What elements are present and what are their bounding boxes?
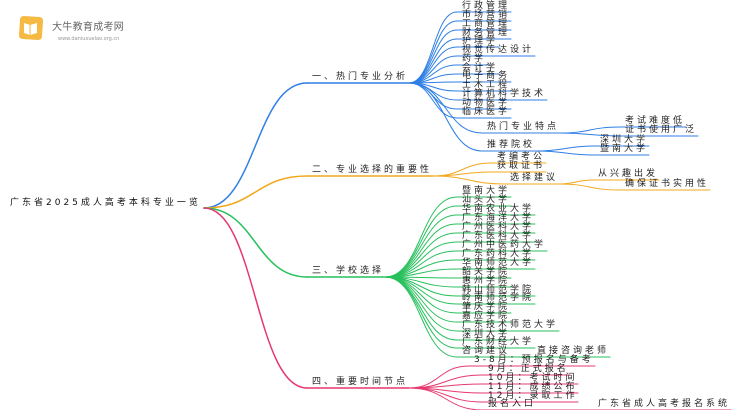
topic-node: 行政管理: [462, 0, 511, 11]
subtopic-node: 考试难度低: [625, 115, 686, 126]
connector-curve: [203, 207, 308, 278]
topic-node: 选择建议: [510, 172, 559, 183]
topic-node: 惠州学院: [462, 275, 511, 286]
topic-node: 临床医学: [462, 106, 511, 117]
topic-node: 护理学: [462, 35, 499, 46]
subtopic-node: 深圳大学: [600, 134, 649, 145]
topic-node: 土木工程: [462, 79, 511, 90]
topic-node: 视觉传达设计: [462, 44, 535, 55]
connector-curve: [203, 82, 308, 209]
connector-curve: [408, 82, 458, 119]
topic-node: 广州医科大学: [462, 221, 535, 232]
subtopic-node: 证书使用广泛: [625, 124, 698, 135]
topic-node: 岭南师范学院: [462, 292, 535, 303]
logo-url: www.daniuxuelao.org.cn: [58, 36, 120, 42]
subtopic-node: 确保证书实用性: [625, 178, 710, 189]
topic-node: 报名入口: [488, 398, 537, 409]
topic-node: 肇庆学院: [462, 301, 511, 312]
topic-node: 暨南大学: [462, 185, 511, 196]
subtopic-node: 从兴趣出发: [598, 168, 659, 179]
connector-curve: [408, 383, 484, 389]
topic-node: 市场营销: [462, 9, 511, 20]
connector-curve: [408, 82, 458, 101]
connector-curve: [384, 196, 458, 278]
topic-node: 深圳大学: [462, 328, 511, 339]
connector-curve: [535, 150, 596, 156]
topic-node: 广东财经大学: [462, 336, 535, 347]
topic-node: 韩山师范学院: [462, 284, 535, 295]
subtopic-node: 直接咨询老师: [537, 345, 610, 356]
topic-node: 财务管理: [462, 27, 511, 38]
connector-curve: [558, 183, 621, 191]
branch-topic: 一、热门专业分析: [312, 71, 409, 82]
topic-node: 广东药科大学: [462, 248, 535, 259]
topic-node: 3-8月：预报名与备考: [474, 354, 594, 365]
topic-node: 工商管理: [462, 18, 511, 29]
connector-curve: [432, 171, 493, 177]
topic-node: 广东医科大学: [462, 230, 535, 241]
topic-node: 12月：录取工作: [488, 390, 578, 401]
topic-node: 广东海洋大学: [462, 212, 535, 223]
site-logo: 大牛教育成考网 www.daniuxuelao.org.cn: [15, 13, 133, 45]
topic-node: 推荐院校: [487, 139, 536, 150]
connector-curve: [559, 126, 621, 134]
connector-curve: [408, 82, 483, 152]
connector-curve: [384, 241, 458, 278]
connector-curve: [558, 179, 594, 185]
topic-node: 动物医学: [462, 97, 511, 108]
connector-curve: [203, 207, 308, 389]
topic-node: 9月：正式报名: [488, 363, 569, 374]
subtopic-node: 暨南大学: [600, 143, 649, 154]
connector-curve: [535, 145, 596, 152]
topic-node: 会计学: [462, 62, 499, 73]
topic-node: 电子商务: [462, 70, 511, 81]
connector-curve: [408, 38, 458, 84]
connector-curve: [432, 175, 506, 185]
branch-topic: 二、专业选择的重要性: [312, 164, 433, 175]
topic-node: 药学: [462, 53, 487, 64]
topic-node: 获取证书: [497, 160, 546, 171]
connector-curve: [384, 232, 458, 278]
branch-topic: 四、重要时间节点: [312, 376, 409, 387]
topic-node: 韶关学院: [462, 266, 511, 277]
logo-name: 大牛教育成考网: [52, 22, 125, 33]
topic-node: 考编考公: [497, 151, 546, 162]
topic-node: 华南农业大学: [462, 203, 535, 214]
topic-node: 汕头大学: [462, 194, 511, 205]
connector-curve: [384, 205, 458, 278]
topic-node: 计算机科学技术: [462, 88, 547, 99]
subtopic-node: 广东省成人高考报名系统: [598, 398, 731, 409]
connector-curve: [384, 276, 458, 332]
mindmap-root-topic: 广东省2025成人高考本科专业一览: [10, 197, 201, 208]
connector-curve: [384, 214, 458, 278]
connector-curve: [559, 132, 621, 137]
connector-curve: [203, 175, 308, 209]
topic-node: 嘉应学院: [462, 310, 511, 321]
topic-node: 11月：成绩公布: [488, 381, 578, 392]
topic-node: 10月：考试时间: [488, 372, 578, 383]
branch-topic: 三、学校选择: [312, 265, 385, 276]
topic-node: 热门专业特点: [487, 121, 560, 132]
topic-node: 广州中医药大学: [462, 239, 547, 250]
connector-curve: [408, 387, 484, 410]
topic-node: 咨询建议: [462, 345, 511, 356]
topic-node: 华南师范大学: [462, 257, 535, 268]
connector-curve: [384, 276, 458, 358]
connector-curve: [384, 276, 458, 323]
book-logo-icon: [19, 16, 43, 40]
topic-node: 广东技术师范大学: [462, 319, 559, 330]
